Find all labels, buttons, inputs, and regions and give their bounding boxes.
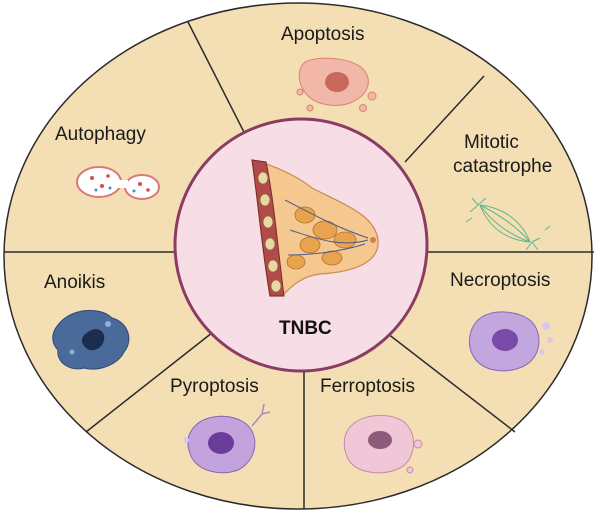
breast-tissue-illustration <box>251 159 379 297</box>
autophagosome-icon <box>76 166 160 200</box>
segment-dividers <box>4 21 594 509</box>
label-autophagy: Autophagy <box>55 124 146 145</box>
label-ferroptosis: Ferroptosis <box>320 376 416 397</box>
label-pyroptosis: Pyroptosis <box>170 376 259 397</box>
mitotic-spindle-icon <box>465 197 551 251</box>
label-apoptosis: Apoptosis <box>281 24 365 45</box>
necroptotic-cell-icon <box>469 311 553 372</box>
divider-line <box>85 324 223 433</box>
center-label: TNBC <box>279 318 332 339</box>
label-catastrophe: catastrophe <box>453 156 553 177</box>
apoptotic-cell-icon <box>296 57 377 112</box>
label-necroptosis: Necroptosis <box>450 270 551 291</box>
ferroptotic-cell-icon <box>343 414 423 474</box>
divider-line <box>382 329 516 433</box>
pyroptotic-cell-icon <box>183 403 271 474</box>
divider-line <box>404 75 485 163</box>
divider-line <box>187 21 249 141</box>
anoikis-cell-icon <box>52 309 130 370</box>
label-anoikis: Anoikis <box>44 272 106 293</box>
label-mitotic: Mitotic <box>464 132 519 153</box>
